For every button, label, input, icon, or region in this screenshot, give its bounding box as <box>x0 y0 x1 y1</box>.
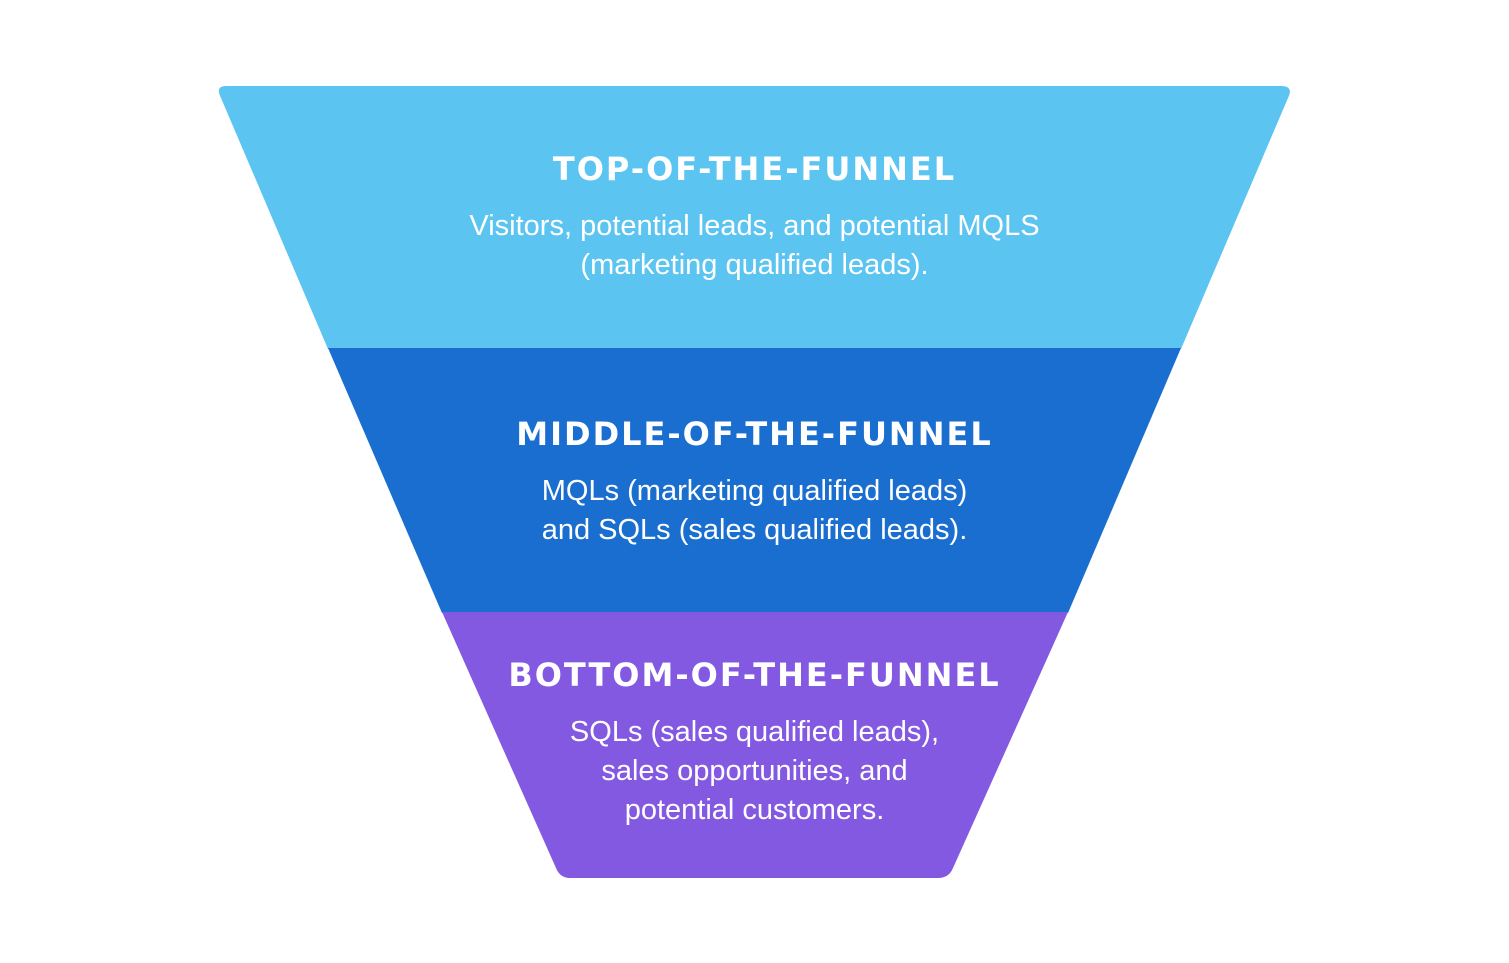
stage-description: Visitors, potential leads, and potential… <box>0 207 1509 285</box>
stage-description: SQLs (sales qualified leads), sales oppo… <box>0 713 1509 830</box>
funnel-stage-top-shape <box>218 86 1290 349</box>
funnel-stage-bottom-shape <box>442 612 1068 878</box>
funnel-stage-middle-shape <box>328 348 1181 613</box>
stage-description-line: SQLs (sales qualified leads), <box>569 716 940 748</box>
stage-title: MIDDLE-OF-THE-FUNNEL <box>516 415 993 453</box>
stage-description-line: Visitors, potential leads, and potential… <box>469 210 1040 242</box>
stage-description-line: and SQLs (sales qualified leads). <box>541 514 968 546</box>
funnel-stage-top: TOP-OF-THE-FUNNEL Visitors, potential le… <box>0 149 1509 285</box>
stage-description-line: (marketing qualified leads). <box>580 249 929 281</box>
stage-description-line: MQLs (marketing qualified leads) <box>541 475 968 507</box>
stage-description: MQLs (marketing qualified leads) and SQL… <box>0 472 1509 550</box>
stage-description-line: potential customers. <box>624 794 885 826</box>
funnel-stage-bottom: BOTTOM-OF-THE-FUNNEL SQLs (sales qualifi… <box>0 655 1509 830</box>
stage-title: BOTTOM-OF-THE-FUNNEL <box>508 656 1001 694</box>
stage-description-line: sales opportunities, and <box>601 755 908 787</box>
stage-title: TOP-OF-THE-FUNNEL <box>552 150 957 188</box>
funnel-stage-middle: MIDDLE-OF-THE-FUNNEL MQLs (marketing qua… <box>0 414 1509 550</box>
